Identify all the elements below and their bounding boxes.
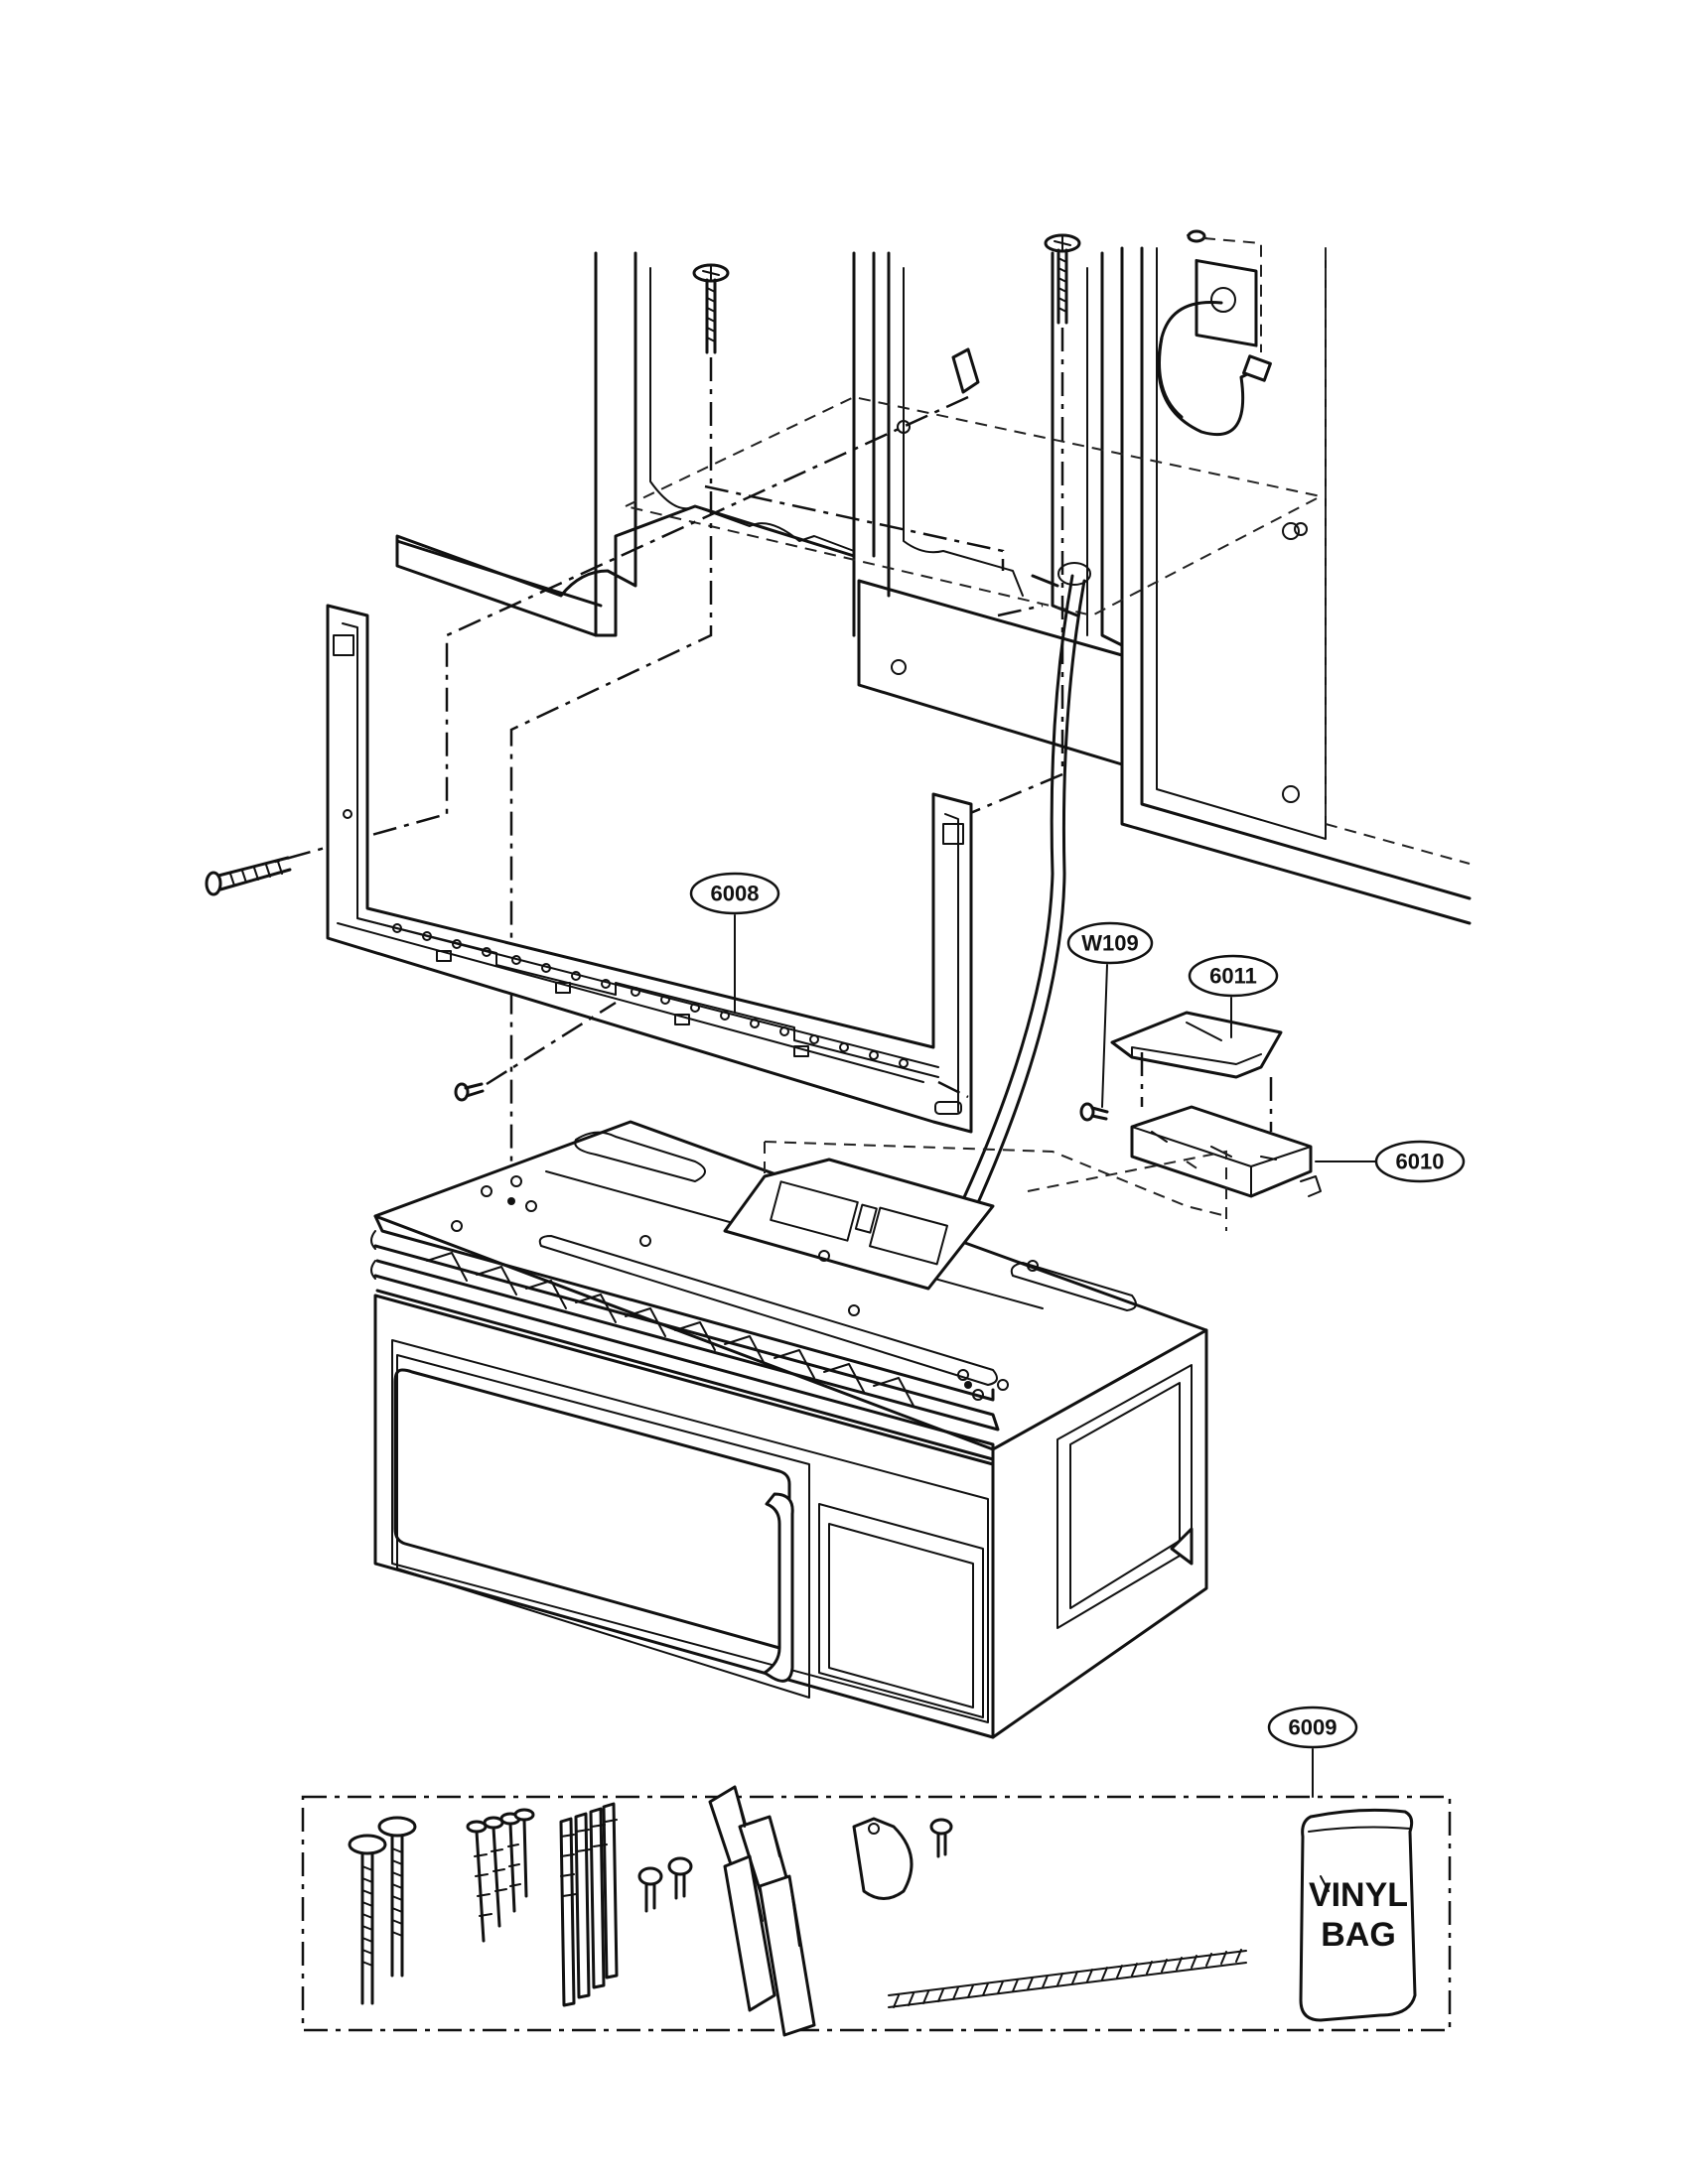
alignment-line	[509, 357, 713, 1201]
callout-6008-label: 6008	[711, 882, 760, 906]
hardware-small-screws	[637, 1856, 693, 1913]
alignment-line	[704, 484, 1005, 571]
power-cord	[921, 574, 1074, 1283]
terminal-box	[1130, 1105, 1322, 1198]
callout-6010: 6010	[1374, 1140, 1466, 1183]
hardware-wood-screws	[466, 1808, 535, 1943]
vinyl-bag-label-line1: VINYL	[1309, 1876, 1408, 1914]
alignment-line	[267, 395, 969, 866]
wall-cabinet	[395, 246, 1472, 925]
hardware-kit-box	[301, 1795, 1452, 2032]
callout-6011-label: 6011	[1209, 964, 1257, 989]
small-plate-screw	[454, 1082, 485, 1102]
callout-6009: 6009	[1267, 1706, 1358, 1749]
hardware-toggle-clips	[708, 1785, 816, 2037]
top-mounting-bolt-left	[692, 263, 730, 354]
microwave-oven	[370, 1120, 1208, 1739]
bracket-outline-dashed	[764, 1141, 1227, 1217]
leader-line	[1101, 964, 1108, 1108]
hardware-cable-tie	[888, 1949, 1247, 2008]
hardware-cord-clamp	[852, 1817, 953, 1900]
cover-bracket	[1110, 1011, 1283, 1079]
callout-6010-label: 6010	[1396, 1150, 1445, 1174]
small-screw-w109	[1079, 1102, 1109, 1122]
mounting-plate	[326, 604, 973, 1134]
vinyl-bag-label-line2: BAG	[1321, 1916, 1396, 1954]
side-wood-screw	[205, 856, 292, 896]
hardware-anchors	[559, 1802, 619, 2007]
callout-6008: 6008	[689, 872, 780, 915]
callout-w109-label: W109	[1081, 931, 1138, 956]
top-mounting-bolt-right	[1044, 233, 1081, 325]
vinyl-bag: VINYL BAG	[1299, 1808, 1417, 2022]
callout-6009-label: 6009	[1289, 1715, 1337, 1740]
wall-outlet-and-power-cord	[1157, 229, 1272, 437]
callout-6011: 6011	[1188, 954, 1279, 998]
alignment-line	[967, 328, 1064, 816]
hardware-bolts	[348, 1816, 417, 2005]
toggle-bolt-clip	[951, 347, 980, 394]
alignment-line	[997, 604, 1044, 617]
callout-w109: W109	[1066, 921, 1154, 965]
